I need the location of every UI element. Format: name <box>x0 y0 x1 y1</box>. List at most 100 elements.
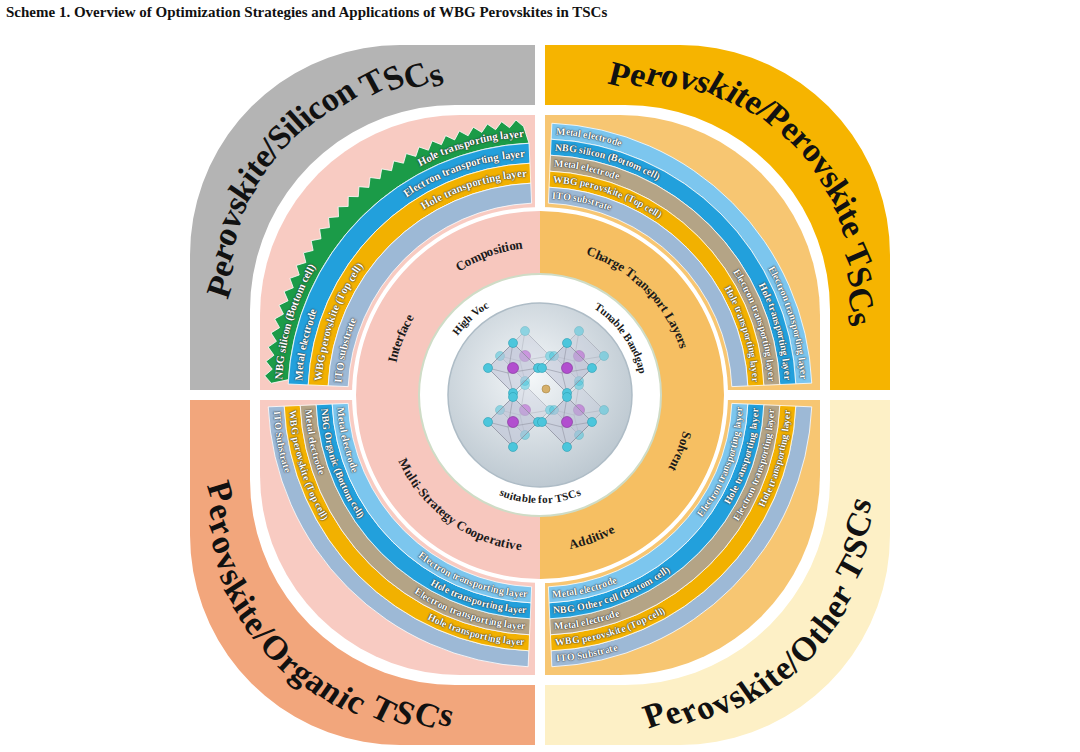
layer-arc <box>548 403 747 602</box>
glyph: M <box>303 409 314 419</box>
x-site-atom <box>484 418 493 427</box>
glyph: r <box>520 148 526 159</box>
glyph: g <box>763 432 774 439</box>
glyph: G <box>568 144 577 155</box>
glyph: M <box>335 407 346 417</box>
band-outline <box>545 45 890 390</box>
glyph: M <box>293 369 305 380</box>
glyph: r <box>782 375 792 380</box>
glyph: W <box>313 370 325 382</box>
band-outline <box>190 400 535 745</box>
glyph: B <box>274 363 286 371</box>
glyph: r <box>519 128 525 139</box>
glyph: r <box>521 168 527 179</box>
glyph: G <box>569 176 578 187</box>
b-site-atom <box>562 363 573 374</box>
glyph: N <box>319 408 330 416</box>
octahedron <box>484 339 543 398</box>
glyph: I <box>333 378 344 383</box>
octahedron-face <box>488 343 538 393</box>
layer-arc <box>550 155 780 385</box>
octahedron <box>484 393 543 452</box>
glyph: M <box>554 158 564 169</box>
octahedron-face <box>542 397 592 447</box>
x-site-atom <box>509 443 518 452</box>
ring-gap <box>352 207 728 583</box>
b-site-atom <box>562 417 573 428</box>
glyph: O <box>562 191 571 202</box>
layer-arc <box>300 405 530 635</box>
band-shape <box>540 115 820 395</box>
glyph: r <box>798 374 808 379</box>
x-site-atom <box>521 327 530 336</box>
glyph: M <box>552 589 562 600</box>
glyph: G <box>566 603 575 614</box>
glyph: M <box>556 126 566 137</box>
layer-arc <box>548 187 747 386</box>
glyph: T <box>333 371 345 379</box>
glyph: W <box>555 637 566 648</box>
glyph: e <box>515 539 523 553</box>
glyph: W <box>553 174 564 185</box>
glyph: g <box>779 433 790 440</box>
layer-arc <box>316 404 531 619</box>
x-site-atom <box>600 406 609 415</box>
octahedron <box>538 339 597 398</box>
glyph: N <box>273 371 285 380</box>
glyph: r <box>547 494 553 505</box>
layer-arc <box>308 163 531 386</box>
x-site-atom <box>600 352 609 361</box>
glyph: M <box>554 621 564 632</box>
glyph <box>536 494 539 505</box>
layer-arc <box>549 171 764 386</box>
glyph: O <box>566 652 575 663</box>
x-site-atom <box>588 418 597 427</box>
x-site-atom <box>588 364 597 373</box>
perovskite-crystal <box>484 327 609 452</box>
x-site-atom <box>563 393 572 402</box>
glyph: G <box>321 421 332 430</box>
glyph: e <box>516 637 521 647</box>
layer-arc <box>332 403 531 602</box>
band-outline <box>545 400 890 745</box>
glyph: n <box>514 238 523 252</box>
layer-arc <box>328 183 531 386</box>
glyph: G <box>274 355 286 365</box>
glyph: e <box>750 412 760 417</box>
band-outline <box>190 45 535 390</box>
glyph: N <box>553 605 561 616</box>
x-site-atom <box>509 339 518 348</box>
x-site-atom <box>575 327 584 336</box>
glyph: e <box>766 413 776 418</box>
glyph: G <box>571 635 580 646</box>
octahedron <box>538 393 597 452</box>
glyph: o <box>542 494 548 505</box>
glyph: G <box>289 426 300 435</box>
layer-arc <box>549 404 764 619</box>
x-site-atom <box>509 393 518 402</box>
x-site-atom <box>538 418 547 427</box>
glyph: r <box>750 377 760 382</box>
glyph: O <box>272 421 283 430</box>
property-ring <box>419 274 661 516</box>
b-site-atom <box>508 417 519 428</box>
glyph: W <box>287 410 298 421</box>
x-site-atom <box>484 364 493 373</box>
glyph: r <box>766 376 776 381</box>
glyph: e <box>782 414 792 419</box>
glyph: N <box>555 142 563 153</box>
layer-arc <box>550 405 780 635</box>
crystal-ground <box>448 303 632 487</box>
x-site-atom <box>563 339 572 348</box>
x-site-atom <box>563 443 572 452</box>
layer-arc <box>288 143 530 385</box>
octahedron-face <box>542 343 592 393</box>
octahedron-face <box>488 397 538 447</box>
scheme-title: Scheme 1. Overview of Optimization Strat… <box>6 4 607 21</box>
a-site-atom <box>542 385 550 393</box>
b-site-atom <box>508 363 519 374</box>
glyph: e <box>734 411 744 416</box>
